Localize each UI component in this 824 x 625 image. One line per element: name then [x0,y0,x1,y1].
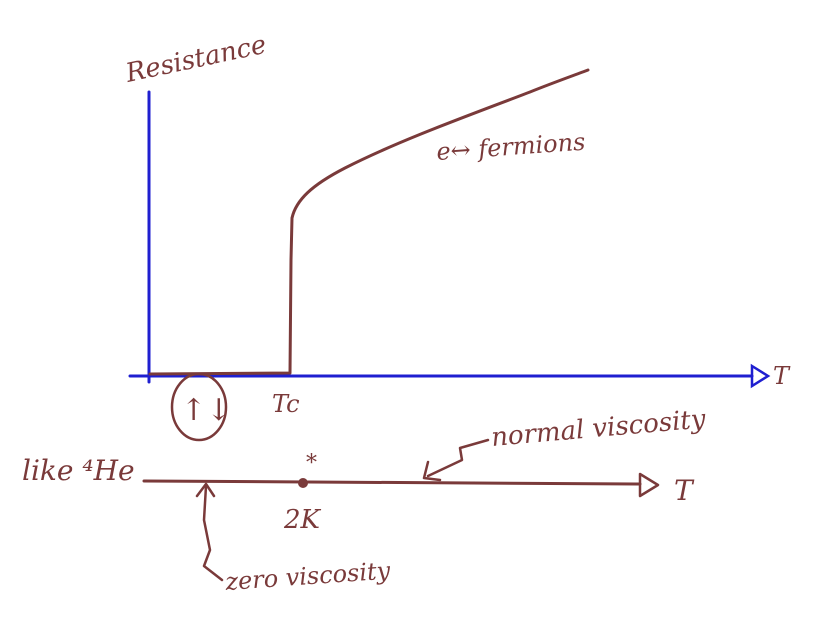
tc-label: Tc [272,390,300,418]
x-axis-arrowhead [750,363,771,389]
x-axis-label: T [773,362,791,390]
curve-label: e↔ fermions [435,128,586,166]
transition-point [298,478,308,488]
spin-pair-circle [170,372,228,442]
spin-pair-label: ↑↓ [181,393,231,428]
y-axis-label: Resistance [122,30,269,89]
zero-viscosity-label: zero viscosity [223,557,391,597]
zero-viscosity-arrowhead [195,482,216,498]
bottom-axis [142,479,642,486]
bottom-axis-arrowhead [638,472,660,498]
resistance-curve [148,68,590,376]
normal-viscosity-arrowhead [422,460,442,482]
helium-label: like ⁴He [22,454,135,487]
zero-viscosity-arrow [202,484,224,582]
normal-viscosity-label: normal viscosity [490,404,707,453]
bottom-axis-label: T [674,474,695,507]
transition-star: * [306,451,317,476]
transition-point-label: 2K [283,505,322,535]
normal-viscosity-arrow [426,438,490,478]
